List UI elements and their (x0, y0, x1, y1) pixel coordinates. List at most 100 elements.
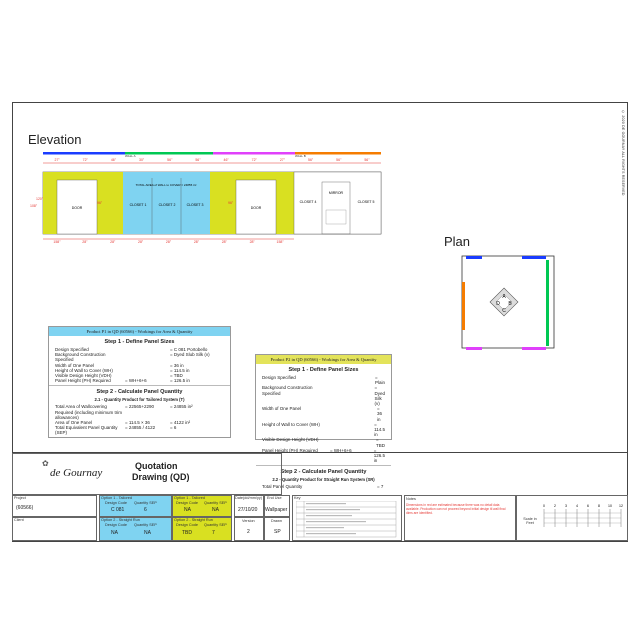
p1-s2-row-k: Total Area of Wallcovering Required (inc… (55, 404, 123, 420)
opt2-t-code-label: Design Code (176, 501, 198, 505)
p2-s2-row: Total Panel Quantity= 7 (256, 484, 391, 489)
p1-s2-row-k: Total Equivalent Panel Quantity (SEP) (55, 425, 118, 436)
opt1-sr-code: NA (111, 530, 118, 536)
top-dim-label: 72" (252, 158, 258, 162)
wall-b-bar-orange (295, 152, 381, 155)
p2-s1-row-v: = 126.5 in (373, 447, 386, 464)
top-dim-label: 56" (364, 158, 370, 162)
p2-s1-row-k: Width of One Panel (262, 406, 302, 412)
opt2-sr-qty: 7 (212, 530, 215, 536)
p2-s1-row-f (331, 375, 375, 385)
p2-s1-row-f (330, 385, 374, 406)
opt2-t-label: Option 1 - Tailored (174, 496, 205, 500)
plan-label-b: B (508, 301, 512, 307)
top-dim-label: 46" (224, 158, 230, 162)
opt1-t-qty: 6 (144, 507, 147, 513)
top-dim-label: 56" (195, 158, 201, 162)
wall-a-bar-green (125, 152, 213, 155)
opt1-sr-code-label: Design Code (105, 523, 127, 527)
p1-s1-row: Visible Design Height (VDH)= TBD (49, 373, 230, 378)
p1-s1-row-v: = Dyed Slub Silk (v) (170, 352, 210, 358)
panel-p1-step1: Step 1 - Define Panel Sizes (104, 339, 175, 345)
p2-s1-row-v: = 114.5 in (374, 421, 386, 438)
p1-s1-row: Design Specified= C 081 Portobello (49, 347, 230, 352)
closet-3-label: CLOSET 3 (187, 203, 204, 207)
enduse-value: Wallpaper (265, 507, 288, 513)
doc-title-1: Quotation (135, 461, 178, 471)
mirror-label: MIRROR (329, 191, 344, 195)
date-value: 27/10/20 (238, 507, 258, 513)
plan-label-d: D (496, 301, 500, 307)
closet-2-label: CLOSET 2 (159, 203, 176, 207)
plan-wall-magenta-right (522, 347, 546, 350)
version-value: 2 (247, 529, 250, 535)
p2-s1-row-v: = Dyed Silk (v) (374, 385, 386, 407)
p1-s1-row-k: Background Construction Specified (55, 352, 106, 363)
scale-tick-label: 10 (608, 504, 612, 508)
scale-tick-label: 0 (543, 504, 545, 508)
side-dim-1: 108" (30, 204, 38, 208)
p2-s2-row-k: Total Panel Quantity (262, 484, 303, 490)
option1-tailored (99, 495, 172, 517)
version-label: Version (242, 519, 255, 523)
opt1-sr-qty-label: Quantity SEP (134, 523, 157, 527)
project-value: (60566) (16, 505, 34, 511)
p2-s1-row-v: = Plain (375, 375, 386, 386)
p1-s1-row-v: = TBD (170, 373, 183, 379)
p1-s1-row-f: = WH+6+6 (125, 378, 147, 384)
door-right (235, 179, 277, 235)
p1-s1-row-v: = 126.5 in (170, 378, 190, 384)
opt2-sr-qty-label: Quantity SEP (204, 523, 227, 527)
p2-s1-row: Panel Height (PH) Required= WH+6+6= 126.… (256, 448, 391, 464)
p2-s1-row: Width of One Panel= 36 in (256, 406, 391, 422)
opt2-t-qty-label: Quantity SEP (204, 501, 227, 505)
panel-p1-rows2: Total Area of Wallcovering Required (inc… (49, 404, 230, 435)
p1-s2-row: Area of One Panel= 114.5 × 36= 4122 in² (49, 420, 230, 425)
panel-p2-header: Product P2 in QD (60566) - Workings for … (256, 355, 391, 364)
opt1-sr-label: Option 2 - Straight Run (101, 518, 140, 522)
title-block: de Gournay ✿ Quotation Drawing (QD) Proj… (12, 452, 628, 543)
top-dim-label: 30" (139, 158, 145, 162)
door-left-label: DOOR (72, 206, 83, 210)
closet-1-label: CLOSET 1 (130, 203, 147, 207)
bottom-dim-label: 28" (194, 240, 200, 244)
scale-tick-label: 3 (565, 504, 567, 508)
logo-emblem-icon: ✿ (42, 459, 49, 468)
scale-tick-label: 4 (576, 504, 578, 508)
p1-s2-row-f: = 114.5 × 36 (125, 420, 150, 426)
p2-s1-row-k: Height of Wall to Cover (WH) (262, 421, 320, 427)
p2-s1-row-f (331, 437, 376, 447)
bottom-dimensions: 158"28"28"28"28"28"28"28"158" (53, 240, 284, 244)
notes-label: Notes (406, 497, 416, 501)
key-label: Key (294, 496, 301, 500)
bottom-dim-label: 28" (166, 240, 172, 244)
top-dim-label: 56" (167, 158, 173, 162)
scale-label: Scale in Feet (523, 517, 537, 525)
plan-drawing: A B C D (461, 255, 555, 350)
p1-s1-row: Background Construction Specified = Dyed … (49, 352, 230, 362)
panel-p2-step2: Step 2 - Calculate Panel Quantity (280, 469, 367, 476)
p2-s1-row-v: = TBD (376, 437, 385, 448)
panel-p1-header: Product P1 in QD (60566) - Workings for … (49, 327, 230, 336)
door-right-label: DOOR (251, 206, 262, 210)
p2-s1-row-f: = WH+6+6 (330, 447, 352, 453)
top-dimensions: 27"72"46"30"56"56"46"72"27"56"56"56" (55, 158, 371, 162)
scale-box (516, 495, 628, 541)
drawn-label: Drawn (271, 519, 282, 523)
opt2-sr-code: TBD (182, 530, 192, 536)
p1-s2-row: Total Equivalent Panel Quantity (SEP)= 2… (49, 425, 230, 435)
p1-s1-row-k: Height of Wall to Cover (WH) (55, 367, 113, 373)
scale-tick-label: 8 (598, 504, 600, 508)
notes-box (404, 495, 516, 541)
key-table (296, 501, 397, 538)
panel-p2-sub2: 2.2 - Quantity Product for Straight Run … (272, 477, 375, 483)
top-dim-label: 72" (83, 158, 89, 162)
closet-4-label: CLOSET 4 (300, 200, 317, 204)
panel-p1-step2: Step 2 - Calculate Panel Quantity (96, 389, 183, 396)
p2-s1-row-f (332, 406, 377, 422)
closet-area-blue (123, 172, 210, 234)
p1-s1-row: Height of Wall to Cover (WH)= 114.5 in (49, 368, 230, 373)
